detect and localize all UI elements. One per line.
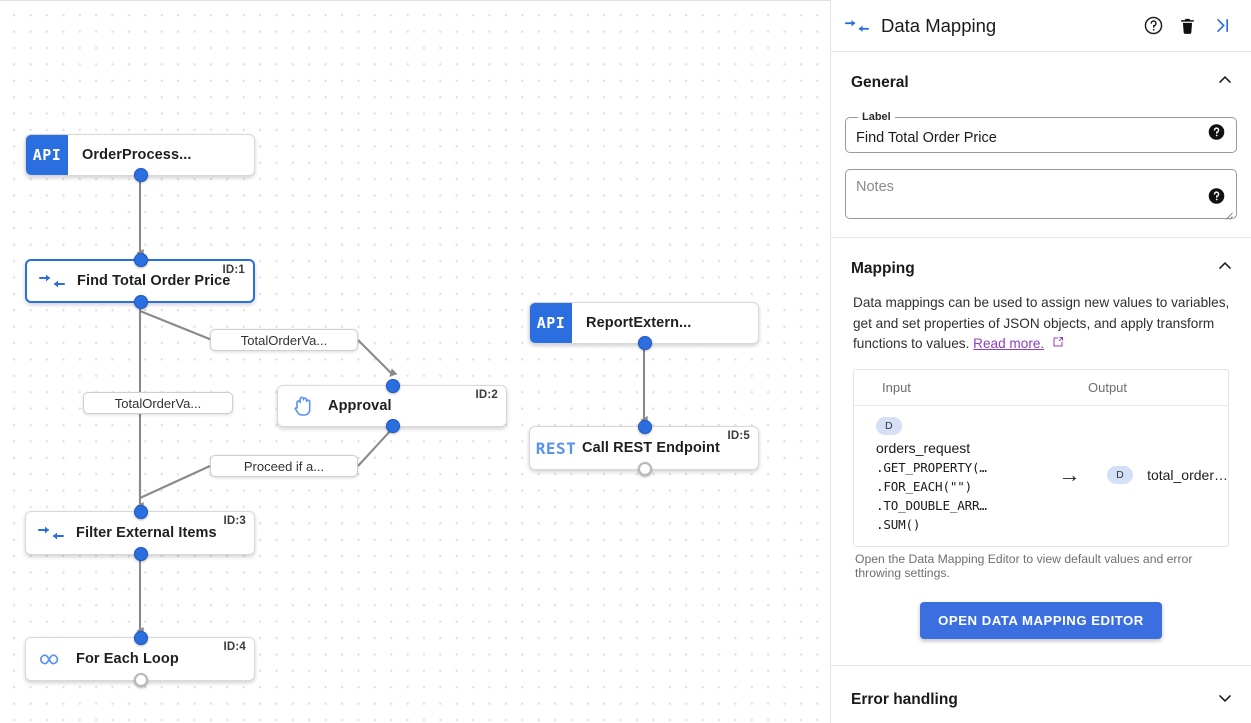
mapping-description: Data mappings can be used to assign new … (843, 293, 1239, 355)
flow-node-api-reportextern[interactable]: API ReportExtern... (529, 302, 759, 350)
data-mapping-icon (845, 18, 875, 34)
flow-node-filter-external-items[interactable]: Filter External Items ID:3 (25, 505, 255, 561)
mapping-arrow-icon: → (1058, 461, 1081, 487)
node-input-port[interactable] (386, 379, 400, 393)
label-field-legend: Label (862, 111, 891, 123)
flow-node-title: Call REST Endpoint (582, 440, 720, 456)
flow-node-title: For Each Loop (76, 651, 179, 667)
label-input[interactable] (856, 129, 1226, 146)
edge-label[interactable]: TotalOrderVa... (83, 392, 233, 414)
node-output-port[interactable] (638, 336, 652, 350)
column-header-input: Input (882, 379, 911, 395)
flow-node-title: Find Total Order Price (77, 273, 231, 289)
mapping-input-cell: D orders_request .GET_PROPERTY(… .FOR_EA… (854, 416, 1050, 534)
section-divider (831, 664, 1251, 666)
node-input-port[interactable] (134, 631, 148, 645)
edge-label-text: Proceed if a... (243, 458, 325, 474)
notes-textarea[interactable] (856, 179, 1226, 211)
rest-chip: REST (535, 438, 577, 458)
flow-node-api-orderprocess[interactable]: API OrderProcess... (25, 134, 255, 182)
node-output-port[interactable] (134, 295, 148, 309)
section-general: General Label (831, 52, 1251, 237)
chevron-up-icon[interactable] (1215, 256, 1235, 281)
node-output-port[interactable] (134, 673, 148, 687)
data-mapping-icon (26, 512, 76, 554)
node-output-port[interactable] (638, 462, 652, 476)
variable-type-chip: D (876, 416, 902, 435)
open-data-mapping-editor-button[interactable]: OPEN DATA MAPPING EDITOR (920, 601, 1162, 639)
panel-body: General Label (831, 52, 1251, 723)
flow-node-find-total-order-price[interactable]: Find Total Order Price ID:1 (25, 253, 255, 309)
section-title: General (851, 73, 909, 91)
edge-label[interactable]: TotalOrderVa... (210, 329, 358, 351)
flow-node-call-rest-endpoint[interactable]: REST Call REST Endpoint ID:5 (529, 420, 759, 476)
flow-node-for-each-loop[interactable]: For Each Loop ID:4 (25, 631, 255, 687)
mapping-note: Open the Data Mapping Editor to view def… (855, 551, 1193, 580)
section-mapping-header[interactable]: Mapping (843, 238, 1239, 291)
node-id-tag: ID:5 (727, 430, 750, 442)
node-input-port[interactable] (134, 505, 148, 519)
section-title: Mapping (851, 259, 915, 277)
help-filled-icon[interactable] (1208, 188, 1225, 205)
collapse-panel-icon[interactable] (1204, 9, 1238, 43)
external-link-icon[interactable] (1048, 336, 1064, 351)
column-header-output: Output (1088, 379, 1128, 395)
label-field-wrapper[interactable]: Label (845, 111, 1237, 153)
variable-type-chip: D (1107, 465, 1134, 484)
flow-node-title: OrderProcess... (82, 147, 192, 163)
section-divider (831, 237, 1251, 238)
node-id-tag: ID:1 (222, 264, 245, 276)
read-more-link[interactable]: Read more. (973, 336, 1045, 351)
node-id-tag: ID:2 (475, 389, 498, 401)
help-filled-icon[interactable] (1208, 124, 1225, 141)
notes-field-wrapper[interactable] (845, 169, 1237, 220)
infinity-loop-icon (26, 638, 76, 680)
mapping-table-header: Input Output (854, 370, 1228, 406)
node-id-tag: ID:3 (223, 515, 246, 527)
flow-node-title: Approval (328, 398, 392, 414)
mapping-input-line: .GET_PROPERTY(… (876, 459, 987, 475)
edge-label-text: TotalOrderVa... (114, 395, 202, 411)
hand-approval-icon (278, 386, 328, 426)
section-mapping: Mapping Data mappings can be used to ass… (831, 238, 1251, 665)
output-variable-name: total_order… (1147, 466, 1228, 483)
section-error-handling-header[interactable]: Error handling (843, 666, 1239, 723)
mapping-output-cell: D total_order… (1089, 465, 1228, 484)
panel-header: Data Mapping (831, 0, 1251, 52)
node-id-tag: ID:4 (223, 641, 246, 653)
mapping-input-line: orders_request (876, 439, 971, 456)
workflow-canvas[interactable]: API OrderProcess... Find Total Order Pri… (0, 0, 830, 723)
node-input-port[interactable] (638, 420, 652, 434)
node-output-port[interactable] (134, 168, 148, 182)
mapping-table: Input Output D orders_request .GET_PROPE… (853, 368, 1229, 547)
help-circle-icon[interactable] (1136, 9, 1170, 43)
flow-node-approval[interactable]: Approval ID:2 (277, 379, 507, 433)
section-error-handling: Error handling (831, 666, 1251, 723)
properties-panel: Data Mapping (830, 0, 1251, 723)
mapping-description-text: Data mappings can be used to assign new … (853, 295, 1230, 351)
section-general-header[interactable]: General (843, 52, 1239, 105)
flow-node-title: ReportExtern... (586, 315, 692, 331)
edge-label[interactable]: Proceed if a... (210, 455, 358, 477)
mapping-table-row[interactable]: D orders_request .GET_PROPERTY(… .FOR_EA… (854, 406, 1228, 546)
mapping-input-line: .SUM() (876, 516, 921, 532)
edge-layer (85, 176, 648, 635)
api-chip: API (26, 135, 68, 175)
section-title: Error handling (851, 691, 958, 708)
node-output-port[interactable] (134, 547, 148, 561)
edge-label-text: TotalOrderVa... (240, 332, 328, 348)
trash-icon[interactable] (1170, 9, 1204, 43)
mapping-input-line: .TO_DOUBLE_ARR… (876, 497, 987, 513)
node-input-port[interactable] (134, 253, 148, 267)
mapping-input-line: .FOR_EACH("") (876, 478, 972, 494)
flow-node-title: Filter External Items (76, 525, 217, 541)
chevron-down-icon[interactable] (1215, 688, 1235, 713)
panel-title: Data Mapping (881, 14, 997, 36)
api-chip: API (530, 303, 572, 343)
chevron-up-icon[interactable] (1215, 70, 1235, 95)
node-output-port[interactable] (386, 419, 400, 433)
data-mapping-icon (27, 261, 77, 301)
